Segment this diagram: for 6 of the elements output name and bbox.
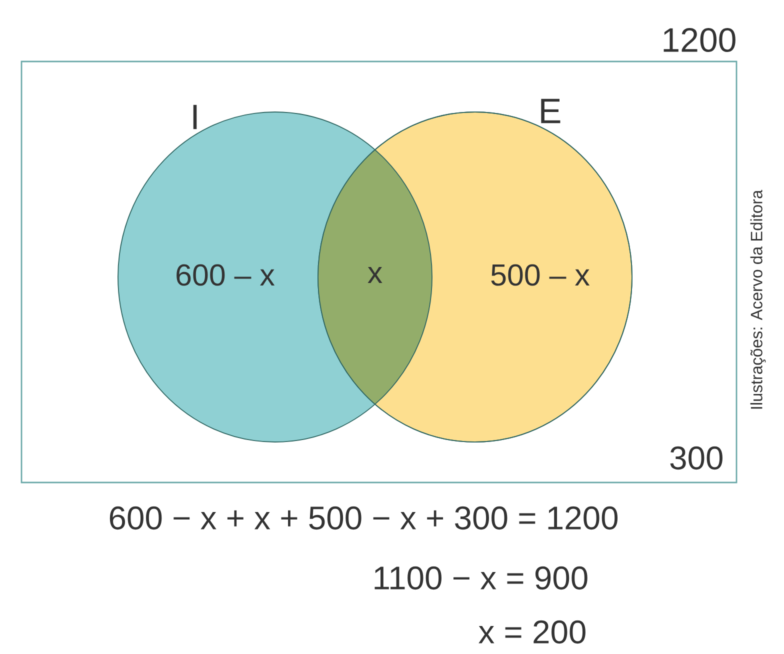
credit-text: Ilustrações: Acervo da Editora xyxy=(750,190,766,409)
region-label: x xyxy=(368,266,382,284)
equation: x = 200 xyxy=(478,620,586,644)
equation: 600 − x + x + 500 − x + 300 = 1200 xyxy=(110,506,618,530)
equation: 1100 − x = 900 xyxy=(374,566,588,590)
node-label: 1200 xyxy=(664,28,736,52)
